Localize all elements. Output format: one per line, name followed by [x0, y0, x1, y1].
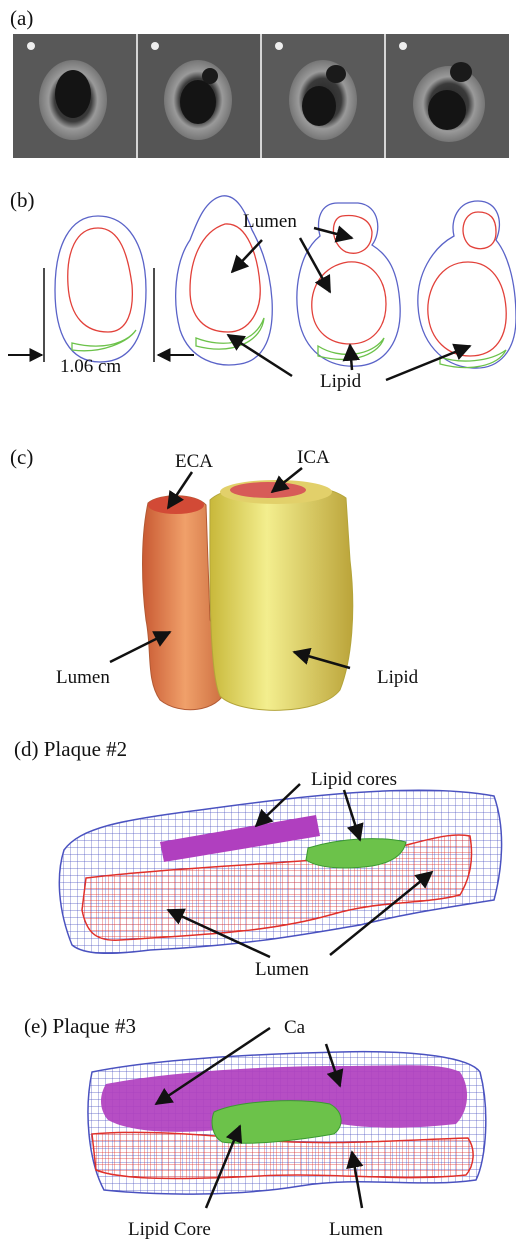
lumen-label-e: Lumen: [329, 1220, 383, 1239]
lipid-core-label: Lipid Core: [128, 1220, 211, 1239]
ca-label: Ca: [284, 1018, 305, 1037]
